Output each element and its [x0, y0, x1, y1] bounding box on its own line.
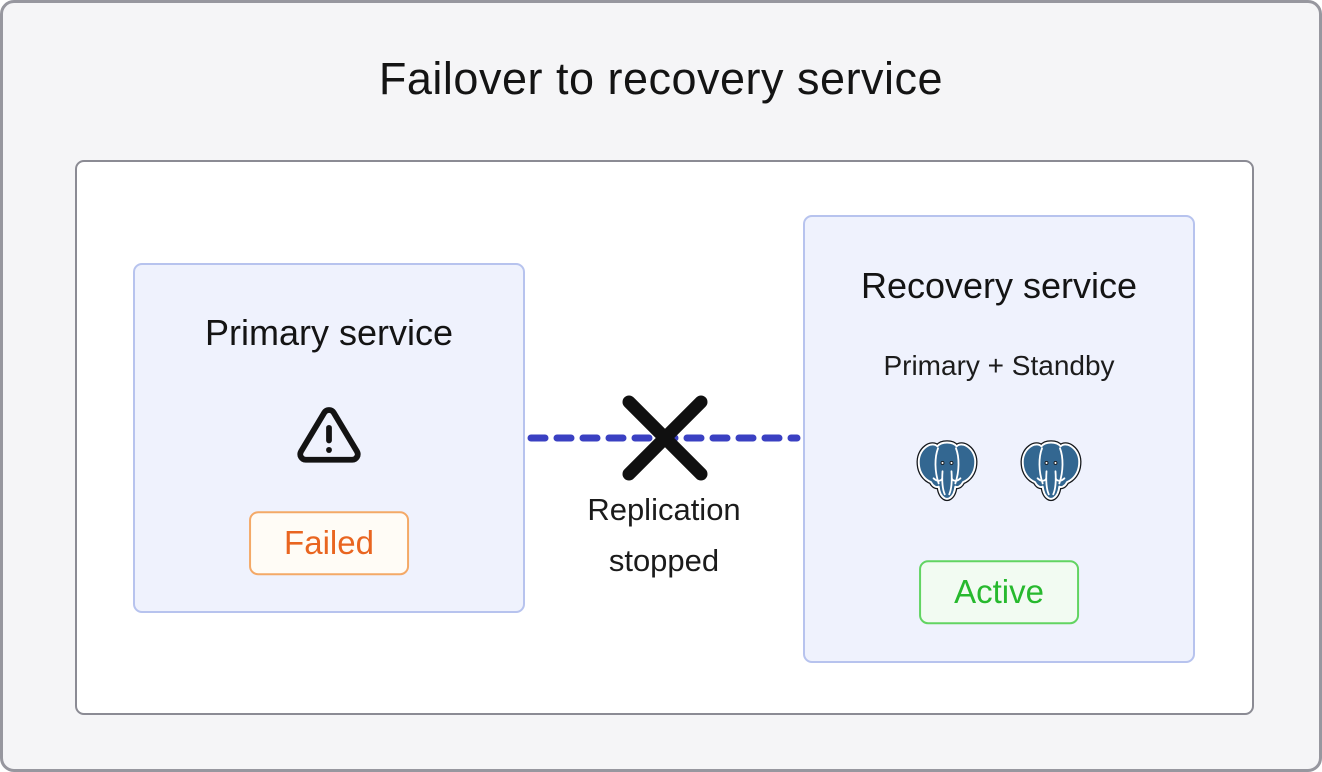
recovery-service-box: Recovery service Primary + Standby: [803, 215, 1195, 663]
status-badge-failed: Failed: [249, 511, 409, 575]
x-mark-icon: [622, 395, 708, 481]
replication-stopped-label: Replication stopped: [587, 492, 741, 578]
replication-connector: [527, 395, 801, 481]
page-title: Failover to recovery service: [378, 53, 944, 104]
primary-service-title: Primary service: [204, 312, 454, 353]
primary-service-box: Primary service Failed: [133, 263, 525, 613]
recovery-service-subtitle: Primary + Standby: [883, 350, 1115, 381]
status-badge-active: Active: [919, 560, 1079, 624]
postgresql-elephant-icon: [915, 438, 979, 502]
database-icons-row: [915, 438, 1083, 502]
recovery-service-title: Recovery service: [860, 265, 1138, 306]
postgresql-elephant-icon: [1019, 438, 1083, 502]
warning-triangle-icon: [294, 402, 364, 468]
